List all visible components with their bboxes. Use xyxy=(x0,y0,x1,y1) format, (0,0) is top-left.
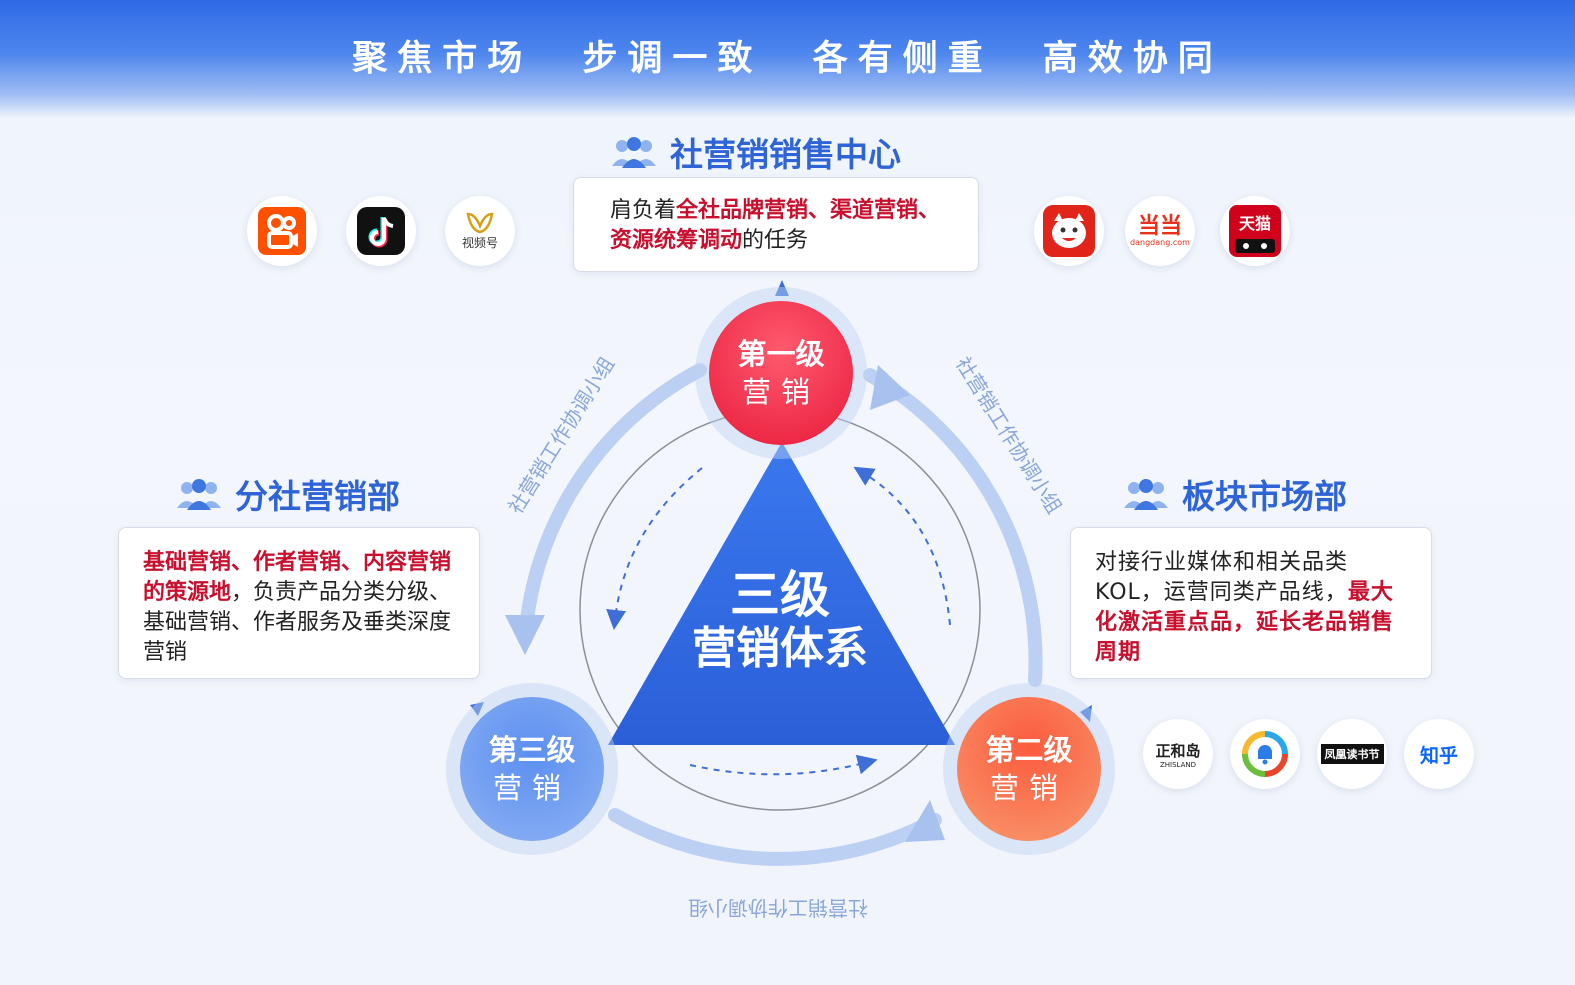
douyin-logo xyxy=(346,196,416,266)
tmall-logo-text: 天猫 xyxy=(1238,214,1271,233)
outer-arc-left xyxy=(518,363,707,647)
center-triangle xyxy=(608,442,955,745)
right-desc-rest: 对接行业媒体和相关品类KOL，运营同类产品线， xyxy=(1095,550,1349,605)
top-desc-emphasis: 全社品牌营销、渠道营销、资源统筹调动 xyxy=(610,198,941,253)
third-level-circle: 第三级 营销 xyxy=(460,697,604,841)
zhihu-logo: 知乎 xyxy=(1404,719,1474,789)
triangle-label: 三级 营销体系 xyxy=(660,568,900,676)
left-section-title: 分社营销部 xyxy=(175,470,400,518)
triangle-label-line2: 营销体系 xyxy=(692,623,868,674)
dangdang-logo: 当当 dangdang.com xyxy=(1125,196,1195,266)
right-desc-emphasis: 最大化激活重点品，延长老品销售周期 xyxy=(1095,580,1395,665)
left-desc-emphasis: 基础营销、作者营销、内容营销的策源地 xyxy=(143,550,452,605)
right-section-title-text: 板块市场部 xyxy=(1182,477,1347,516)
outer-arc-bottom xyxy=(608,808,942,866)
fenghuang-logo-text: 凤凰读书节 xyxy=(1320,744,1384,764)
first-level-line1: 第一级 xyxy=(737,337,825,371)
second-level-line1: 第二级 xyxy=(985,733,1073,767)
people-icon xyxy=(177,479,221,510)
third-level-line2: 营销 xyxy=(492,771,571,805)
top-section-title: 社营销销售中心 xyxy=(610,128,901,176)
top-desc-prefix: 肩负着 xyxy=(610,198,677,223)
tmall-logo: 天猫 xyxy=(1220,196,1290,266)
third-level-line1: 第三级 xyxy=(488,733,576,767)
left-section-title-text: 分社营销部 xyxy=(235,477,400,516)
kuaishou-logo xyxy=(247,196,317,266)
zhihu-logo-text: 知乎 xyxy=(1419,744,1458,767)
top-desc-card: 肩负着全社品牌营销、渠道营销、资源统筹调动的任务 xyxy=(573,177,979,272)
people-icon xyxy=(1124,479,1168,510)
first-level-circle: 第一级 营销 xyxy=(709,301,853,445)
zhiisland-logo-text: ZHISLAND xyxy=(1159,760,1197,769)
channels-logo-text: 视频号 xyxy=(461,235,498,250)
top-desc-suffix: 的任务 xyxy=(742,228,809,253)
dashed-arrow-left xyxy=(606,467,703,630)
zhiisland-logo: 正和岛 ZHISLAND xyxy=(1143,719,1213,789)
left-desc-card: 基础营销、作者营销、内容营销的策源地，负责产品分类分级、基础营销、作者服务及垂类… xyxy=(118,527,480,679)
dangdang-logo-text: dangdang.com xyxy=(1130,237,1190,247)
header-banner xyxy=(0,0,1575,118)
dashed-arrow-bottom xyxy=(689,754,878,776)
fenghuang-logo: 凤凰读书节 xyxy=(1317,719,1387,789)
arc-label-bottom: 社营销工作协调小组 xyxy=(688,896,868,920)
jd-logo xyxy=(1034,196,1104,266)
outer-arc-right xyxy=(863,368,1043,687)
second-level-circle: 第二级 营销 xyxy=(957,697,1101,841)
channels-logo: 视频号 xyxy=(445,196,515,266)
right-section-title: 板块市场部 xyxy=(1122,470,1347,518)
top-section-title-text: 社营销销售中心 xyxy=(670,135,901,174)
tencent-news-logo xyxy=(1230,719,1300,789)
first-level-line2: 营销 xyxy=(741,375,820,409)
right-desc-card: 对接行业媒体和相关品类KOL，运营同类产品线，最大化激活重点品，延长老品销售周期 xyxy=(1070,527,1432,679)
dashed-arrow-right xyxy=(853,466,951,626)
second-level-line2: 营销 xyxy=(989,771,1068,805)
triangle-label-line1: 三级 xyxy=(730,566,830,624)
slogan: 聚焦市场 步调一致 各有侧重 高效协同 xyxy=(352,39,1223,79)
left-desc-rest: ，负责产品分类分级、基础营销、作者服务及垂类深度营销 xyxy=(143,580,452,665)
people-icon xyxy=(612,137,656,168)
